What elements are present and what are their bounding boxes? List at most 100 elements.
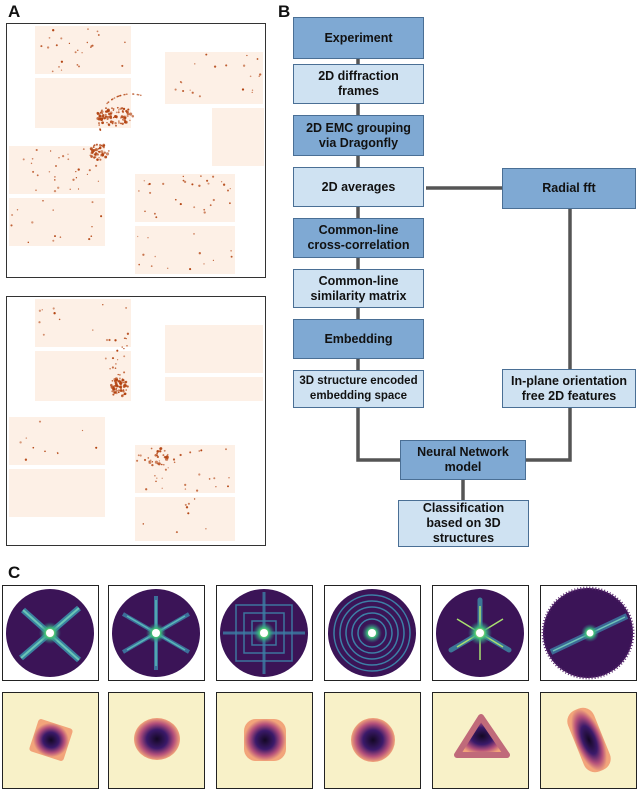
speckle-dot (156, 450, 159, 453)
speckle-dot (138, 263, 140, 266)
speckle-dot (40, 45, 43, 48)
speckle-dot (105, 152, 110, 156)
speckle-dot (117, 373, 119, 376)
speckle-dot (126, 93, 128, 95)
speckle-dot (251, 91, 253, 94)
speckle-dot (147, 457, 150, 459)
speckle-dot (31, 221, 34, 224)
speckle-dot (107, 149, 110, 152)
speckle-dot (101, 154, 104, 157)
speckle-dot (155, 480, 157, 483)
speckle-dot (249, 75, 252, 78)
speckle-dot (111, 357, 115, 360)
reconstruction-thumb-5 (432, 692, 529, 789)
speckle-dot (54, 235, 56, 238)
speckle-dot (143, 180, 146, 182)
speckle-dot (111, 366, 114, 369)
speckle-dot (91, 201, 94, 204)
speckle-dot (101, 121, 104, 125)
speckle-dot (116, 384, 119, 388)
speckle-dot (46, 46, 50, 49)
speckle-dot (156, 477, 158, 479)
speckle-dot (119, 94, 122, 97)
speckle-dot (122, 116, 125, 119)
speckle-dot (123, 121, 127, 124)
speckle-dot (154, 255, 156, 258)
speckle-dot (102, 304, 104, 306)
speckle-dot (109, 368, 111, 370)
speckle-dot (127, 108, 130, 111)
speckle-dot (118, 121, 120, 124)
speckle-dot (205, 53, 208, 56)
speckle-dot (106, 118, 109, 120)
detector-frame-bottom (6, 296, 266, 546)
speckle-dot (120, 117, 122, 119)
reconstruction-thumb-3 (216, 692, 313, 789)
speckle-dot (158, 450, 162, 453)
speckle-dot (58, 318, 61, 321)
speckle-dot (225, 448, 227, 451)
detector-tile (35, 299, 131, 347)
speckle-dot (198, 95, 201, 98)
speckle-dot (184, 503, 187, 506)
speckle-dot (123, 337, 126, 339)
speckle-dot (126, 344, 128, 347)
speckle-dot (251, 89, 254, 91)
speckle-dot (127, 113, 130, 116)
speckle-dot (116, 349, 119, 352)
speckle-dot (206, 179, 209, 182)
speckle-dot (119, 389, 123, 393)
speckle-dots (19, 304, 230, 534)
speckle-dot (164, 468, 167, 471)
speckle-pattern-top (10, 28, 262, 271)
speckle-dot (100, 155, 102, 157)
speckle-dot (162, 454, 165, 457)
connector-line (526, 408, 572, 462)
speckle-dot (103, 151, 107, 154)
speckle-dot (118, 109, 120, 111)
speckle-dot (139, 454, 142, 457)
speckle-dot (123, 371, 126, 374)
speckle-dot (193, 498, 196, 500)
speckle-dot (52, 239, 55, 242)
speckle-dot (189, 451, 192, 454)
speckle-dot (154, 453, 158, 457)
speckle-dot (104, 155, 108, 159)
speckle-dot (35, 148, 38, 152)
speckle-dot (123, 118, 127, 122)
speckle-dot (156, 452, 159, 455)
speckle-dot (54, 179, 56, 181)
speckle-dot (220, 181, 223, 183)
speckle-dot (92, 146, 95, 148)
speckle-dot (200, 449, 203, 452)
speckle-dot (52, 29, 55, 32)
speckle-dot (69, 188, 71, 190)
speckle-dot (87, 28, 89, 30)
speckle-dot (30, 162, 33, 165)
speckle-dot (114, 367, 117, 370)
speckle-dot (98, 146, 102, 150)
speckle-dot (74, 51, 77, 54)
speckle-dot (97, 113, 99, 116)
speckle-dot (136, 459, 139, 462)
speckle-dot (58, 157, 60, 159)
speckle-dot (175, 531, 178, 534)
speckle-dot (100, 112, 102, 114)
flowchart-connectors (356, 59, 572, 500)
speckle-dot (104, 115, 108, 119)
connector-line (356, 408, 400, 462)
speckle-dot (94, 156, 97, 158)
speckle-dot (123, 383, 127, 387)
speckle-dot (93, 144, 96, 146)
speckle-dot (91, 44, 94, 47)
speckle-dot (167, 467, 169, 469)
speckle-dot (108, 338, 111, 342)
speckle-dot (75, 177, 78, 179)
speckle-dot (115, 363, 117, 365)
